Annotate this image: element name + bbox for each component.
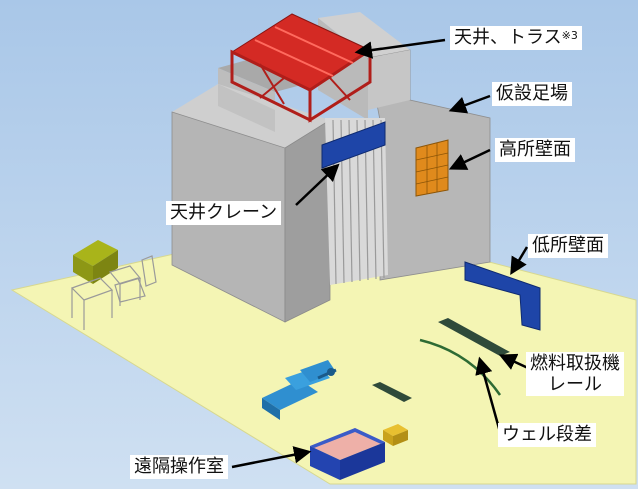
label-temporary-scaffold: 仮設足場 [492, 82, 572, 106]
high-wall-panel [415, 139, 449, 197]
small-rail-segment [372, 382, 412, 402]
arrow-low-wall [510, 246, 529, 276]
label-ceiling-crane: 天井クレーン [166, 201, 282, 225]
ceiling-crane [321, 121, 386, 169]
left-equipment [70, 240, 157, 330]
left-building-side [284, 119, 331, 323]
label-fuel-handling-rail-line2: レール [548, 374, 602, 395]
remote-control-room-box [310, 428, 385, 480]
remote-robot [262, 360, 337, 420]
label-fuel-handling-rail: 燃料取扱機 レール [526, 352, 624, 396]
arrow-temporary-scaffold [448, 94, 491, 114]
arrow-high-wall [448, 148, 491, 170]
arrow-ceiling-truss [354, 38, 446, 59]
left-building-upper-step [218, 84, 275, 132]
label-low-wall: 低所壁面 [528, 234, 608, 258]
label-ceiling-truss-text: 天井、トラス [454, 27, 562, 48]
label-ceiling-truss: 天井、トラス※3 [450, 26, 582, 50]
label-well-step: ウェル段差 [498, 423, 596, 447]
fuel-handling-rail [438, 318, 510, 356]
arrow-ceiling-crane [295, 163, 340, 206]
label-fuel-handling-rail-line1: 燃料取扱機 [530, 353, 620, 374]
arrow-fuel-rail [498, 353, 529, 370]
low-wall-panel [464, 261, 541, 331]
right-building-step [368, 50, 410, 110]
well-step-curve [419, 338, 502, 396]
arrow-control-room [231, 446, 312, 469]
arrow-well-step [475, 356, 502, 433]
label-ceiling-truss-note: ※3 [561, 29, 578, 42]
callout-arrows [231, 38, 529, 469]
small-yellow-box [383, 424, 408, 446]
right-building-top [318, 12, 410, 58]
label-remote-control-room: 遠隔操作室 [130, 455, 228, 479]
label-high-wall: 高所壁面 [495, 138, 575, 162]
